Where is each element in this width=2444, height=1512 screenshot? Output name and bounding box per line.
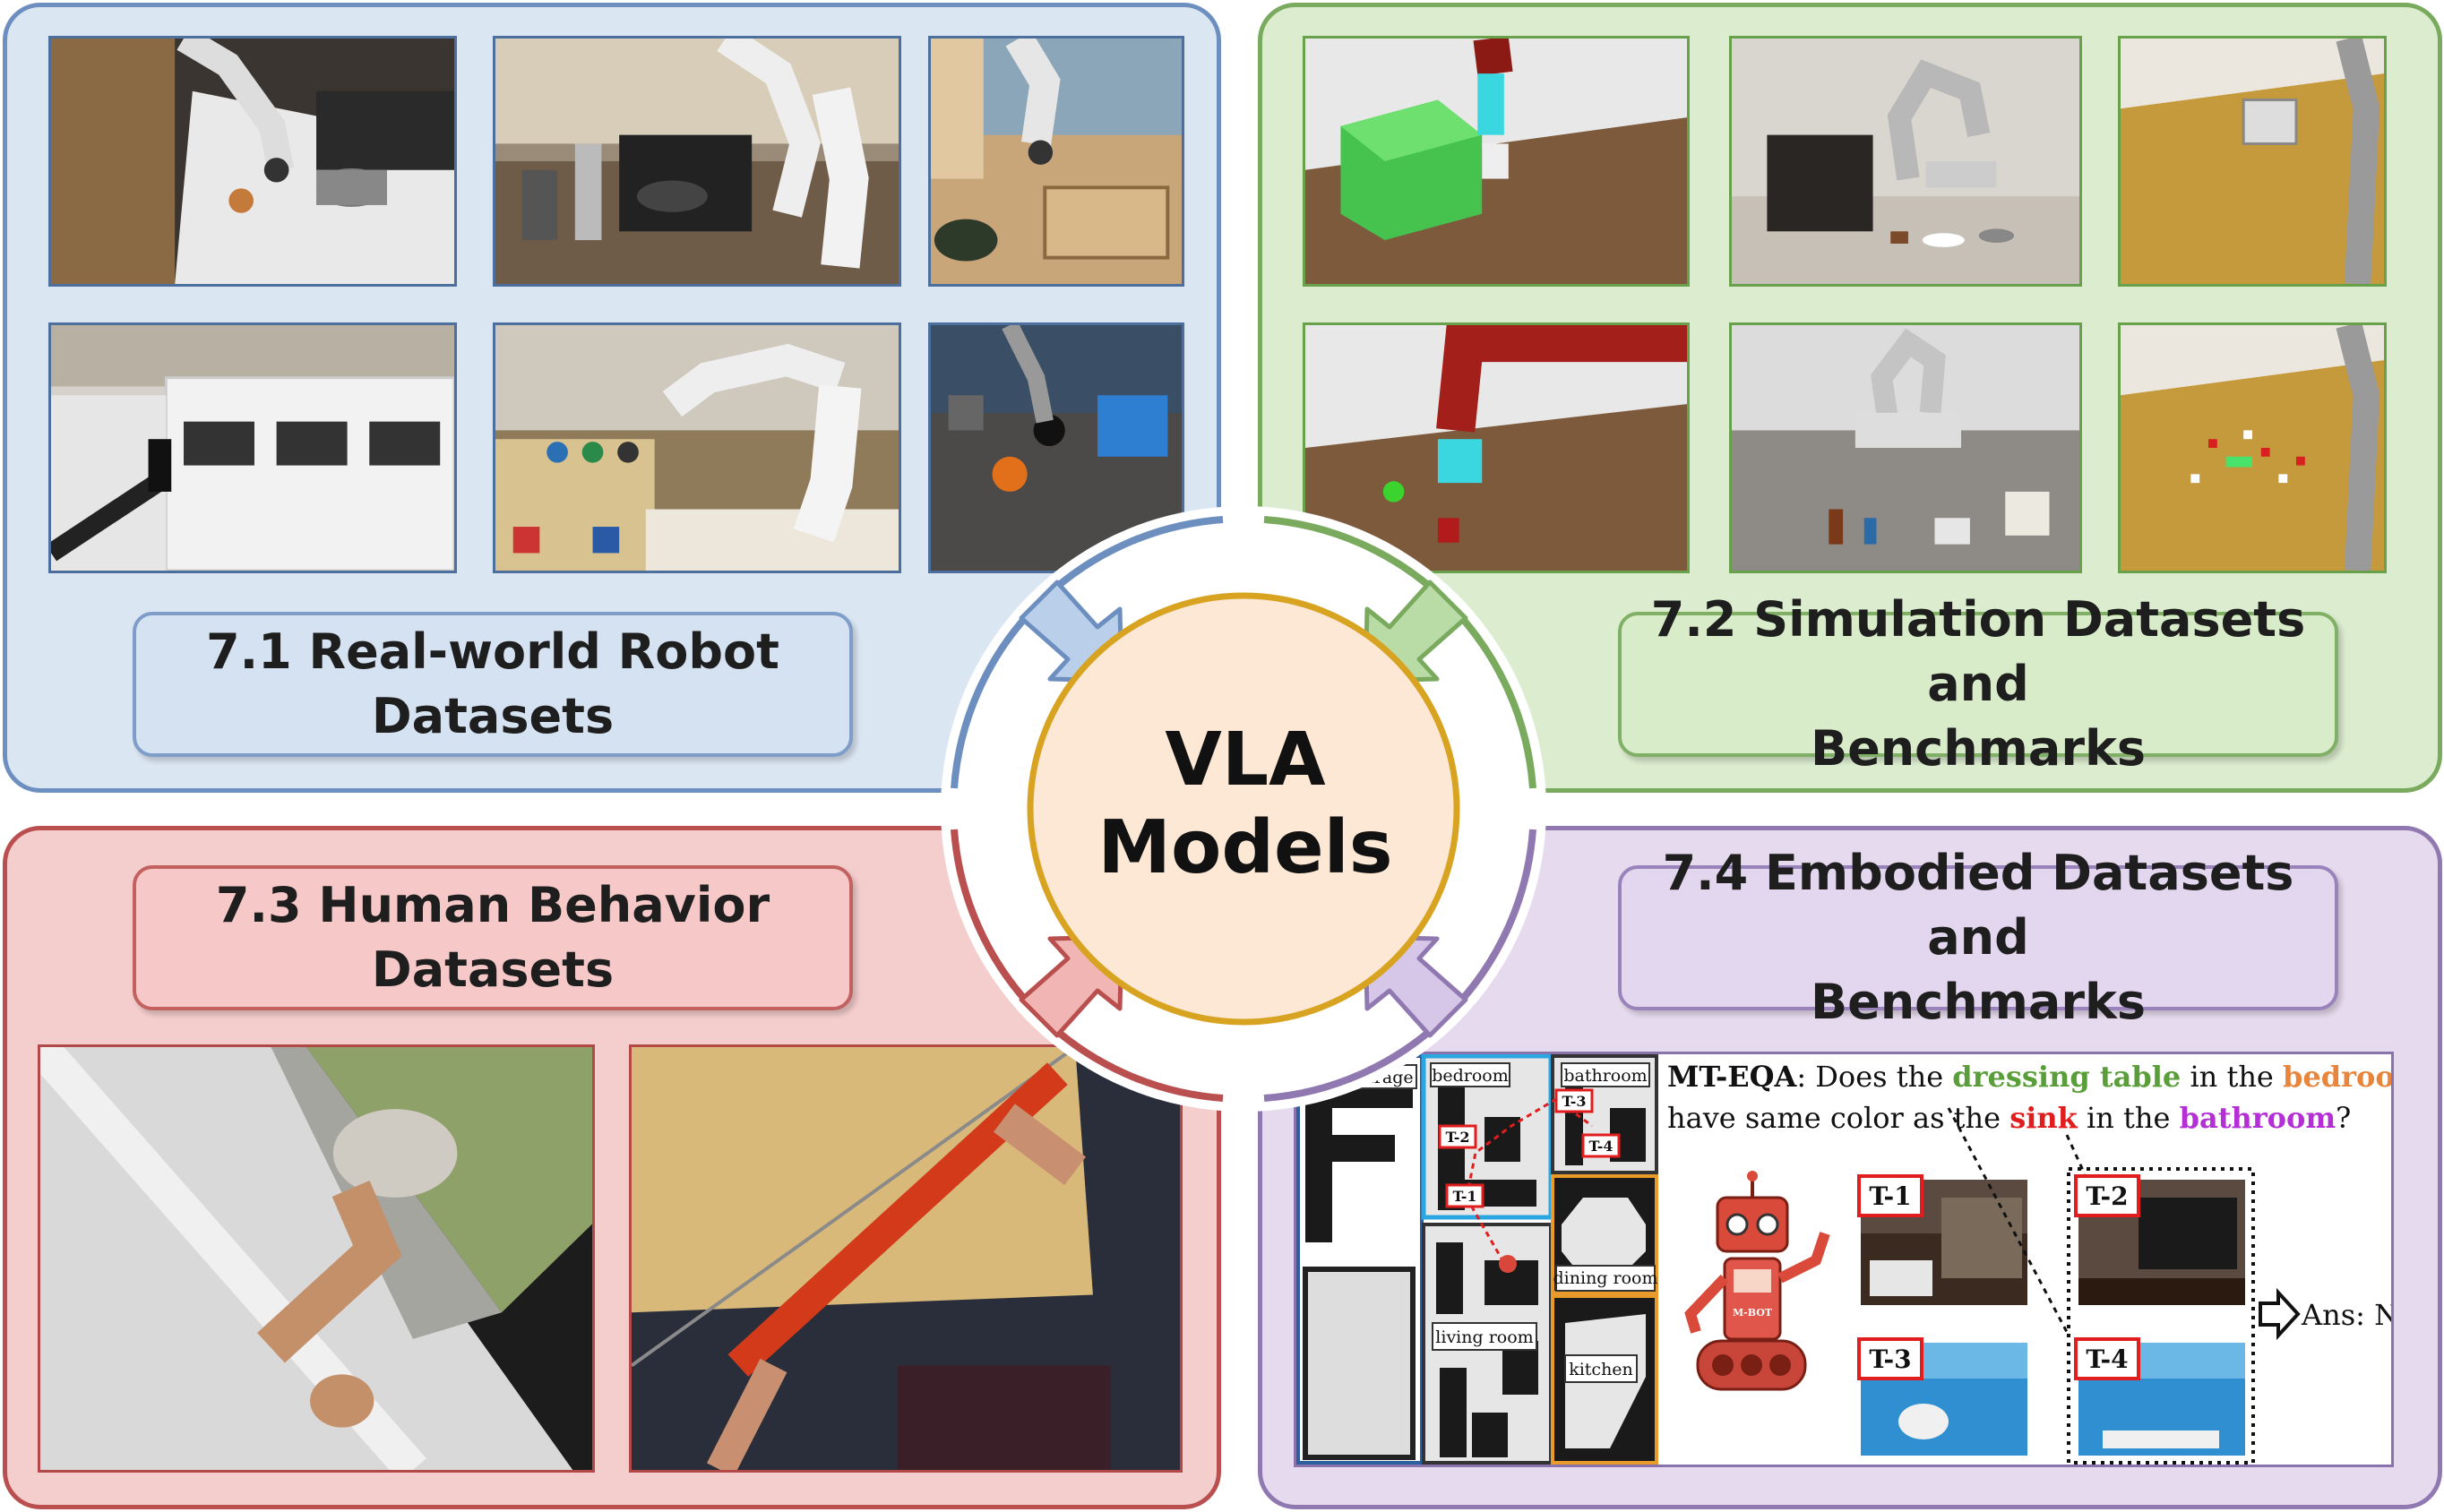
human-photo-level	[629, 1044, 1183, 1473]
robot-photo-box	[493, 322, 901, 573]
room-label-garage: garage	[1353, 1068, 1413, 1087]
map-target-t4: T-4	[1588, 1138, 1613, 1155]
sim-render-red-arm	[1303, 322, 1690, 573]
sim-render-green-drawer	[1303, 36, 1690, 287]
robot-photo-stove	[493, 36, 901, 287]
robot-photo-trash	[48, 322, 457, 573]
map-target-t2: T-2	[1445, 1129, 1469, 1146]
mt-eqa-figure: garage bedroom bathroom living room dini…	[1294, 1052, 2394, 1467]
sim-render-objects	[1729, 322, 2082, 573]
panel-target-t2: T-2	[2086, 1181, 2128, 1211]
room-label-kitchen: kitchen	[1569, 1360, 1633, 1379]
mt-eqa-question-line2: have same color as the sink in the bathr…	[1667, 1101, 2351, 1135]
robot-photo-table	[928, 322, 1184, 573]
room-label-bedroom: bedroom	[1432, 1066, 1509, 1086]
robot-photo-kitchen-pot	[48, 36, 457, 287]
m-bot-robot-icon	[1684, 1171, 1830, 1391]
map-target-t1: T-1	[1452, 1188, 1476, 1205]
center-title: VLA Models	[1097, 717, 1393, 890]
answer-text: Ans: No	[2301, 1298, 2391, 1332]
sim-render-cabinet	[1729, 36, 2082, 287]
map-target-t3: T-3	[1562, 1093, 1586, 1110]
mt-eqa-question-line1: MT-EQA: Does the dressing table in the b…	[1667, 1060, 2391, 1094]
m-bot-badge: M-BOT	[1733, 1307, 1773, 1319]
panel-target-t3: T-3	[1869, 1344, 1911, 1374]
sim-render-wood-cubes	[2118, 322, 2387, 573]
human-photo-window	[38, 1044, 595, 1473]
room-label-dining-room: dining room	[1553, 1268, 1658, 1288]
panel-target-t4: T-4	[2086, 1344, 2128, 1374]
room-label-living-room: living room	[1435, 1327, 1533, 1347]
sim-render-wood-box	[2118, 36, 2387, 287]
room-label-bathroom: bathroom	[1563, 1066, 1647, 1086]
robot-photo-drawer	[928, 36, 1184, 287]
panel-target-t1: T-1	[1869, 1181, 1911, 1211]
